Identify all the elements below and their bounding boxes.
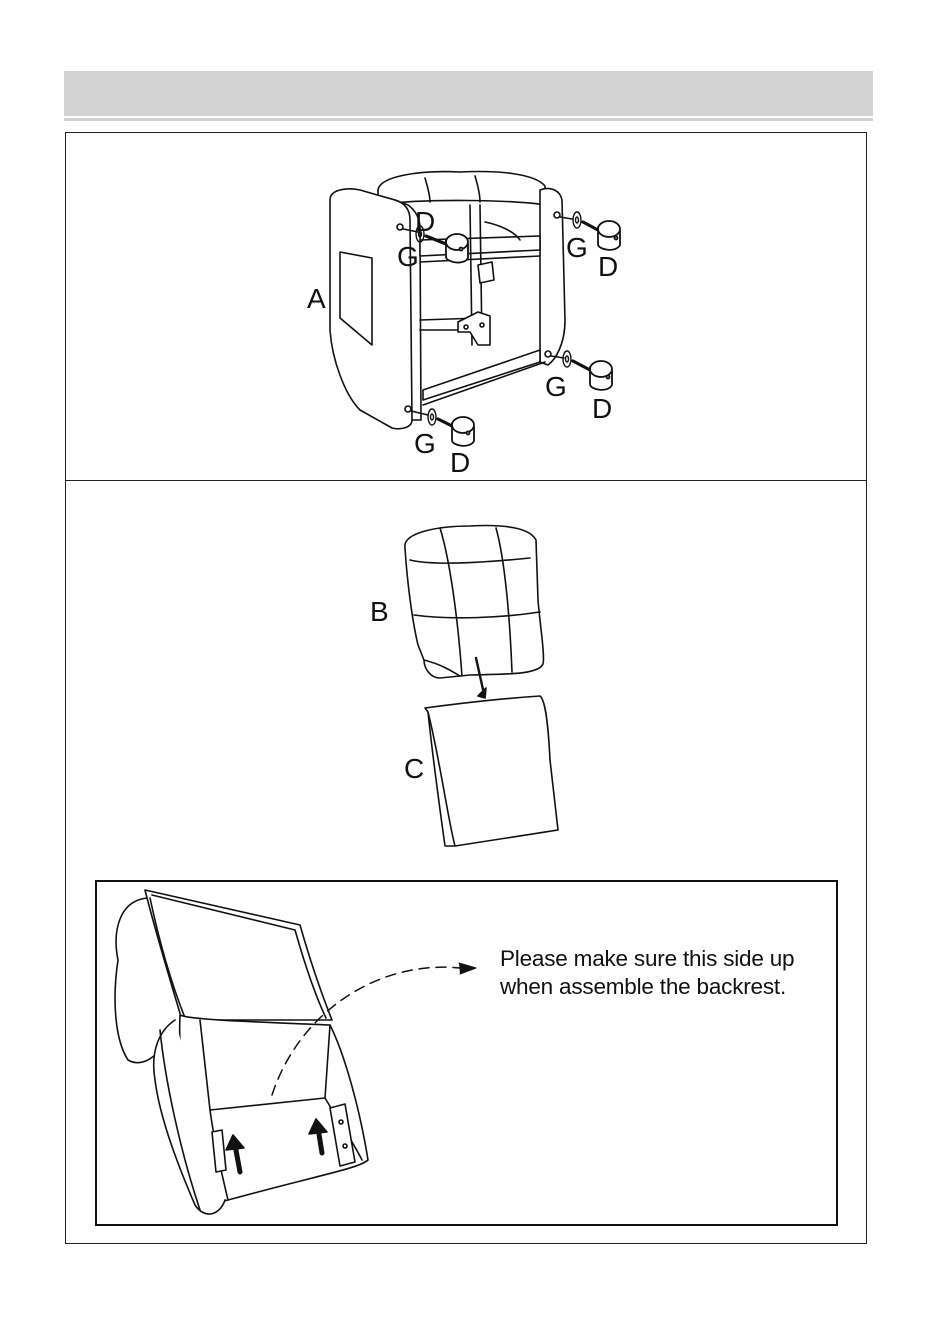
part-label-d-left-bottom: D: [450, 449, 470, 477]
part-label-c: C: [404, 755, 424, 783]
orientation-note: Please make sure this side up when assem…: [500, 945, 835, 1001]
orientation-note-line-1: Please make sure this side up: [500, 945, 835, 973]
orientation-note-line-2: when assemble the backrest.: [500, 973, 835, 1001]
part-label-a: A: [307, 285, 326, 313]
part-label-g-left-bottom: G: [414, 430, 436, 458]
part-label-g-right-bottom: G: [545, 373, 567, 401]
part-label-g-left-top: G: [397, 243, 419, 271]
part-label-b: B: [370, 598, 389, 626]
part-label-d-right-bottom: D: [592, 395, 612, 423]
part-label-d-right-top: D: [598, 253, 618, 281]
part-label-d-left-top: D: [415, 208, 435, 236]
part-label-g-right-top: G: [566, 234, 588, 262]
